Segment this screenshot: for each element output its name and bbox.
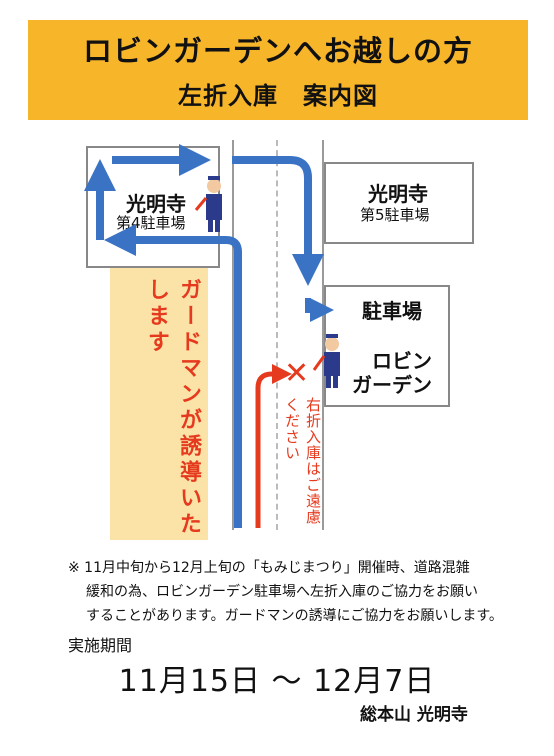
robin-name-2: ガーデン (352, 373, 432, 397)
lot5-sub: 第5駐車場 (360, 206, 430, 224)
guard-figure-left (194, 176, 222, 232)
page-subtitle: 左折入庫 案内図 (178, 82, 378, 110)
note-line-3: することがあります。ガードマンの誘導にご協力をお願いします。 (86, 608, 503, 624)
lot-robin-garden: 駐車場 ロビン ガーデン (324, 285, 450, 407)
lot-kozenji-5: 光明寺 第5駐車場 (324, 162, 474, 244)
period-dates: 11月15日 ～ 12月7日 (118, 664, 436, 699)
note-line-2: 緩和の為、ロビンガーデン駐車場へ左折入庫のご協力をお願い (86, 584, 478, 600)
robin-name-1: ロビン (372, 349, 432, 373)
page-title: ロビンガーデンへお越しの方 (82, 34, 473, 68)
arrow-down-to-robin (232, 156, 324, 286)
header-banner: ロビンガーデンへお越しの方 左折入庫 案内図 (28, 20, 528, 120)
guard-guidance-box: ガードマンが誘導いたします (110, 268, 208, 540)
robin-parking-label: 駐車場 (362, 299, 422, 323)
road-centerline (276, 140, 279, 530)
guard-figure-right (312, 334, 340, 388)
lot5-name: 光明寺 (368, 182, 428, 206)
arrow-red-right-turn (255, 364, 292, 528)
organization-name: 総本山 光明寺 (360, 705, 468, 725)
notes: ※ 11月中旬から12月上旬の「もみじまつり」開催時、道路混雑 緩和の為、ロビン… (68, 556, 528, 628)
guard-guidance-text: ガードマンが誘導いたします (144, 278, 201, 538)
no-entry-x-icon: ✕ (284, 356, 310, 391)
period-label: 実施期間 (68, 636, 133, 655)
road-edge-right (322, 140, 324, 530)
arrow-into-robin (305, 298, 334, 322)
no-right-turn-text: 右折入庫はご遠慮ください (283, 397, 322, 525)
arrow-into-lot4-bottom (104, 224, 242, 528)
note-line-1: ※ 11月中旬から12月上旬の「もみじまつり」開催時、道路混雑 (68, 560, 470, 576)
road-edge-left (232, 140, 234, 530)
lot4-name: 光明寺 (126, 192, 186, 216)
